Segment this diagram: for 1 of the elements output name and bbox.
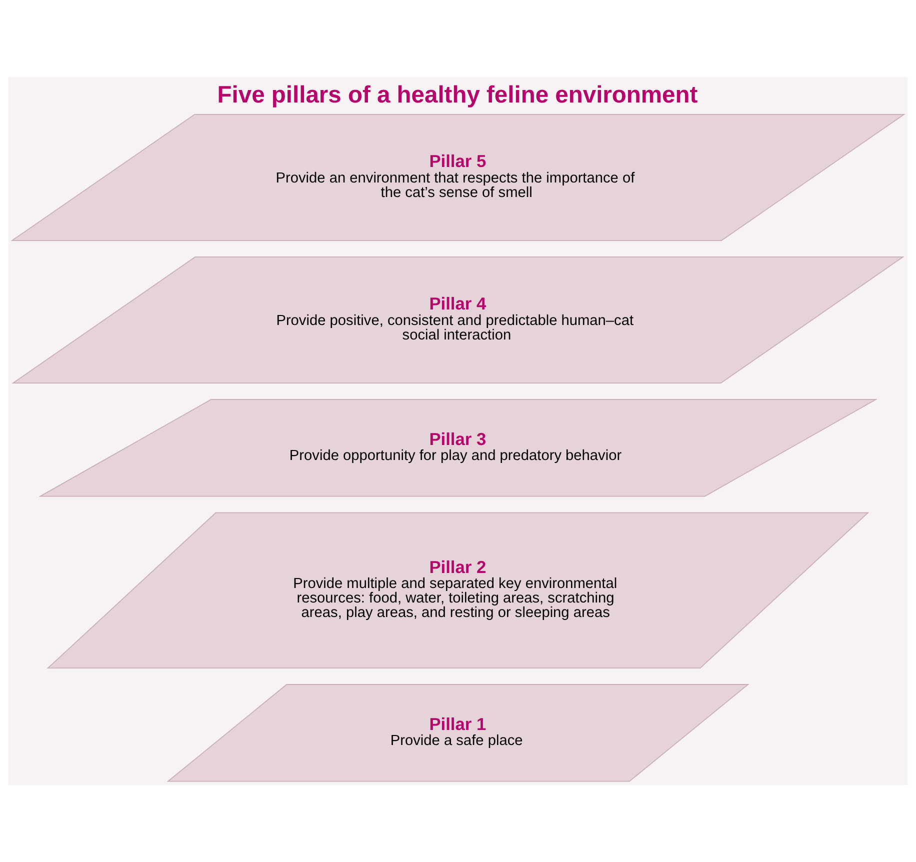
diagram-title: Five pillars of a healthy feline environment (217, 81, 698, 108)
